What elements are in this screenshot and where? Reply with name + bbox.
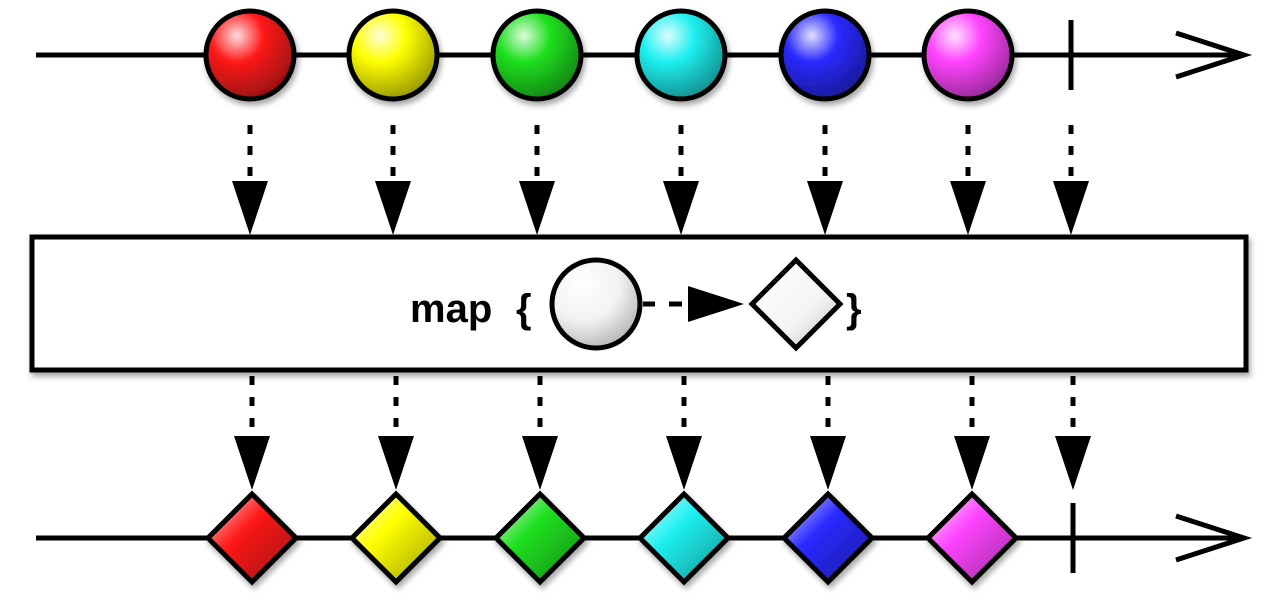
arrow-down-icon [1053, 181, 1089, 235]
arrow-down-icon [954, 436, 990, 490]
arrow-down-icon [1055, 436, 1091, 490]
arrow-down-icon [519, 181, 555, 235]
arrow-down-icon [666, 436, 702, 490]
operator-box: map { } [29, 234, 1249, 373]
output-marble [492, 490, 588, 586]
operator-name: map [410, 287, 492, 331]
connectors-bottom [234, 376, 1091, 490]
output-marble [348, 490, 444, 586]
arrow-down-icon [375, 181, 411, 235]
output-marble [636, 490, 732, 586]
input-marble [203, 8, 297, 102]
arrow-down-icon [522, 436, 558, 490]
arrow-down-icon [950, 181, 986, 235]
diamond-icon [748, 256, 844, 352]
output-marble [780, 490, 876, 586]
arrow-head-icon [1175, 513, 1253, 563]
input-marble [634, 8, 728, 102]
output-marble [924, 490, 1020, 586]
arrow-down-icon [232, 181, 268, 235]
output-marble [204, 490, 300, 586]
input-marbles [203, 8, 1015, 102]
operator-open-brace: { [516, 287, 532, 331]
arrow-down-icon [378, 436, 414, 490]
input-marble [921, 8, 1015, 102]
output-marbles [204, 490, 1020, 586]
connectors-top [232, 125, 1089, 235]
input-marble [778, 8, 872, 102]
arrow-right-icon [688, 286, 744, 322]
circle-icon [549, 257, 643, 351]
arrow-down-icon [810, 436, 846, 490]
operator-close-brace: } [846, 287, 862, 331]
arrow-head-icon [1175, 30, 1253, 80]
arrow-down-icon [663, 181, 699, 235]
arrow-down-icon [234, 436, 270, 490]
arrow-down-icon [807, 181, 843, 235]
input-marble [346, 8, 440, 102]
input-marble [490, 8, 584, 102]
